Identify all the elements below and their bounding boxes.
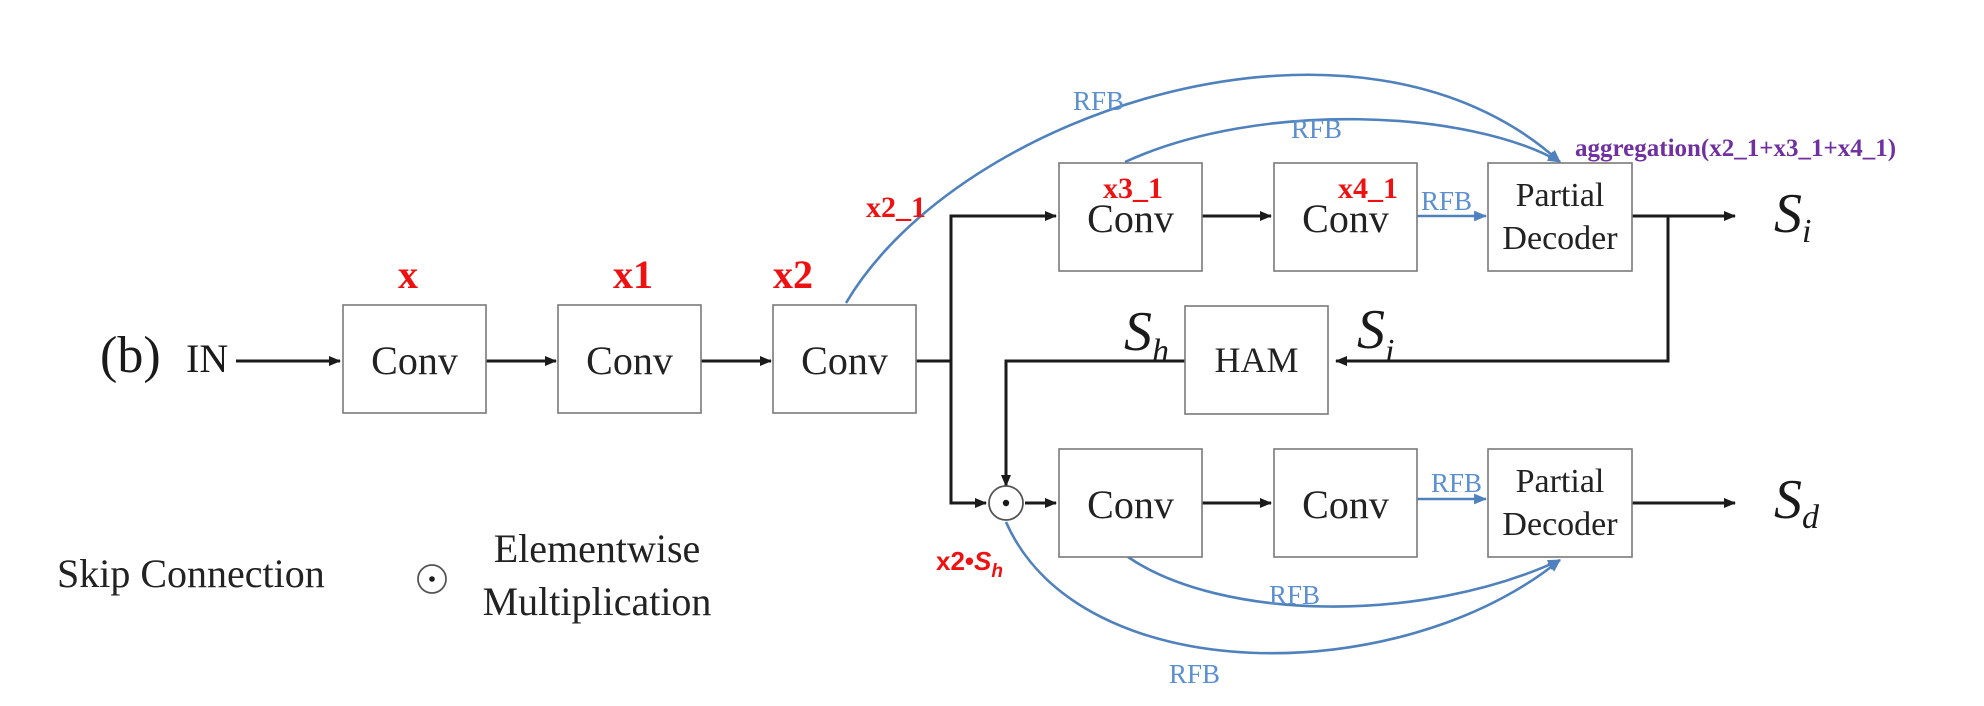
forward-wires xyxy=(236,211,1736,508)
feature-label-x2-sh-symbol: S xyxy=(974,546,992,576)
label-s-h: Sh xyxy=(1124,301,1169,370)
rfb-label-outer-top: RFB xyxy=(1073,86,1124,116)
wire-split-to-multiply xyxy=(949,361,987,508)
conv-block-1-label: Conv xyxy=(371,338,458,383)
rfb-curve-multiply-to-decoder xyxy=(1004,521,1561,655)
conv-block-top-1-label: Conv xyxy=(1087,196,1174,241)
wire-ham-to-multiply xyxy=(1001,359,1185,487)
legend-elementwise-line2: Multiplication xyxy=(483,579,712,624)
feature-label-x: x xyxy=(398,252,418,297)
rfb-curve-bottomconv1-to-decoder xyxy=(1127,555,1561,608)
feature-label-x2: x2 xyxy=(773,252,813,297)
feature-label-x4-1: x4_1 xyxy=(1338,172,1398,205)
partial-decoder-bottom-line1: Partial xyxy=(1516,463,1605,500)
label-s-i-feedback-symbol: S xyxy=(1357,299,1385,361)
feature-label-x2-1: x2_1 xyxy=(866,191,926,224)
feature-label-x2-sh-prefix: x2• xyxy=(936,546,974,576)
output-s-i: Si xyxy=(1774,183,1811,250)
output-s-i-subscript: i xyxy=(1802,213,1811,250)
label-s-i-feedback-subscript: i xyxy=(1385,333,1394,370)
output-s-i-symbol: S xyxy=(1774,183,1802,245)
rfb-label-outer-bottom: RFB xyxy=(1169,659,1220,689)
feature-label-x2-sh: x2•Sh xyxy=(936,546,1003,582)
legend: Skip Connection Elementwise Multiplicati… xyxy=(57,526,711,624)
conv-block-bottom-1: Conv xyxy=(1058,448,1203,558)
rfb-connections xyxy=(844,73,1561,655)
rfb-label-inner-top: RFB xyxy=(1291,114,1342,144)
feature-label-x1: x1 xyxy=(613,252,653,297)
conv-block-top-2: Conv xyxy=(1273,162,1418,272)
legend-multiply-icon xyxy=(417,564,447,594)
rfb-label-bottom-arrow: RFB xyxy=(1431,468,1482,498)
conv-block-2: Conv xyxy=(557,304,702,414)
output-s-d-symbol: S xyxy=(1774,469,1802,531)
partial-decoder-bottom-line2: Decoder xyxy=(1502,506,1618,543)
conv-block-1: Conv xyxy=(342,304,487,414)
conv-block-bottom-2-label: Conv xyxy=(1302,482,1389,527)
conv-block-2-label: Conv xyxy=(586,338,673,383)
panel-label: (b) xyxy=(100,327,161,384)
label-s-h-symbol: S xyxy=(1124,301,1152,363)
partial-decoder-top-line2: Decoder xyxy=(1502,220,1618,257)
wire-split-to-top xyxy=(949,211,1057,361)
partial-decoder-top-line1: Partial xyxy=(1516,177,1605,214)
conv-block-bottom-1-label: Conv xyxy=(1087,482,1174,527)
output-s-d: Sd xyxy=(1774,469,1820,536)
feature-label-x3-1: x3_1 xyxy=(1103,172,1163,205)
label-s-h-subscript: h xyxy=(1152,333,1169,370)
conv-block-3-label: Conv xyxy=(801,338,888,383)
conv-block-top-1: Conv xyxy=(1058,162,1203,272)
legend-skip-connection: Skip Connection xyxy=(57,551,325,596)
partial-decoder-bottom: Partial Decoder xyxy=(1487,448,1633,558)
ham-block-label: HAM xyxy=(1214,340,1298,380)
input-label: IN xyxy=(186,336,228,381)
legend-elementwise-line1: Elementwise xyxy=(494,526,701,571)
partial-decoder-top: Partial Decoder xyxy=(1487,162,1633,272)
rfb-label-top-arrow: RFB xyxy=(1421,186,1472,216)
rfb-curve-topconv1-to-decoder xyxy=(1124,117,1561,164)
feature-label-x2-sh-subscript: h xyxy=(991,561,1003,582)
ham-block: HAM xyxy=(1184,305,1329,415)
output-s-d-subscript: d xyxy=(1802,499,1820,536)
multiply-node xyxy=(988,485,1024,521)
rfb-curve-conv3-to-decoder xyxy=(844,73,1561,304)
wire-feedback-to-ham xyxy=(1335,216,1670,366)
aggregation-label: aggregation(x2_1+x3_1+x4_1) xyxy=(1575,135,1896,162)
rfb-label-inner-bottom: RFB xyxy=(1269,580,1320,610)
label-s-i-feedback: Si xyxy=(1357,299,1394,370)
conv-block-3: Conv xyxy=(772,304,917,414)
conv-block-bottom-2: Conv xyxy=(1273,448,1418,558)
conv-block-top-2-label: Conv xyxy=(1302,196,1389,241)
